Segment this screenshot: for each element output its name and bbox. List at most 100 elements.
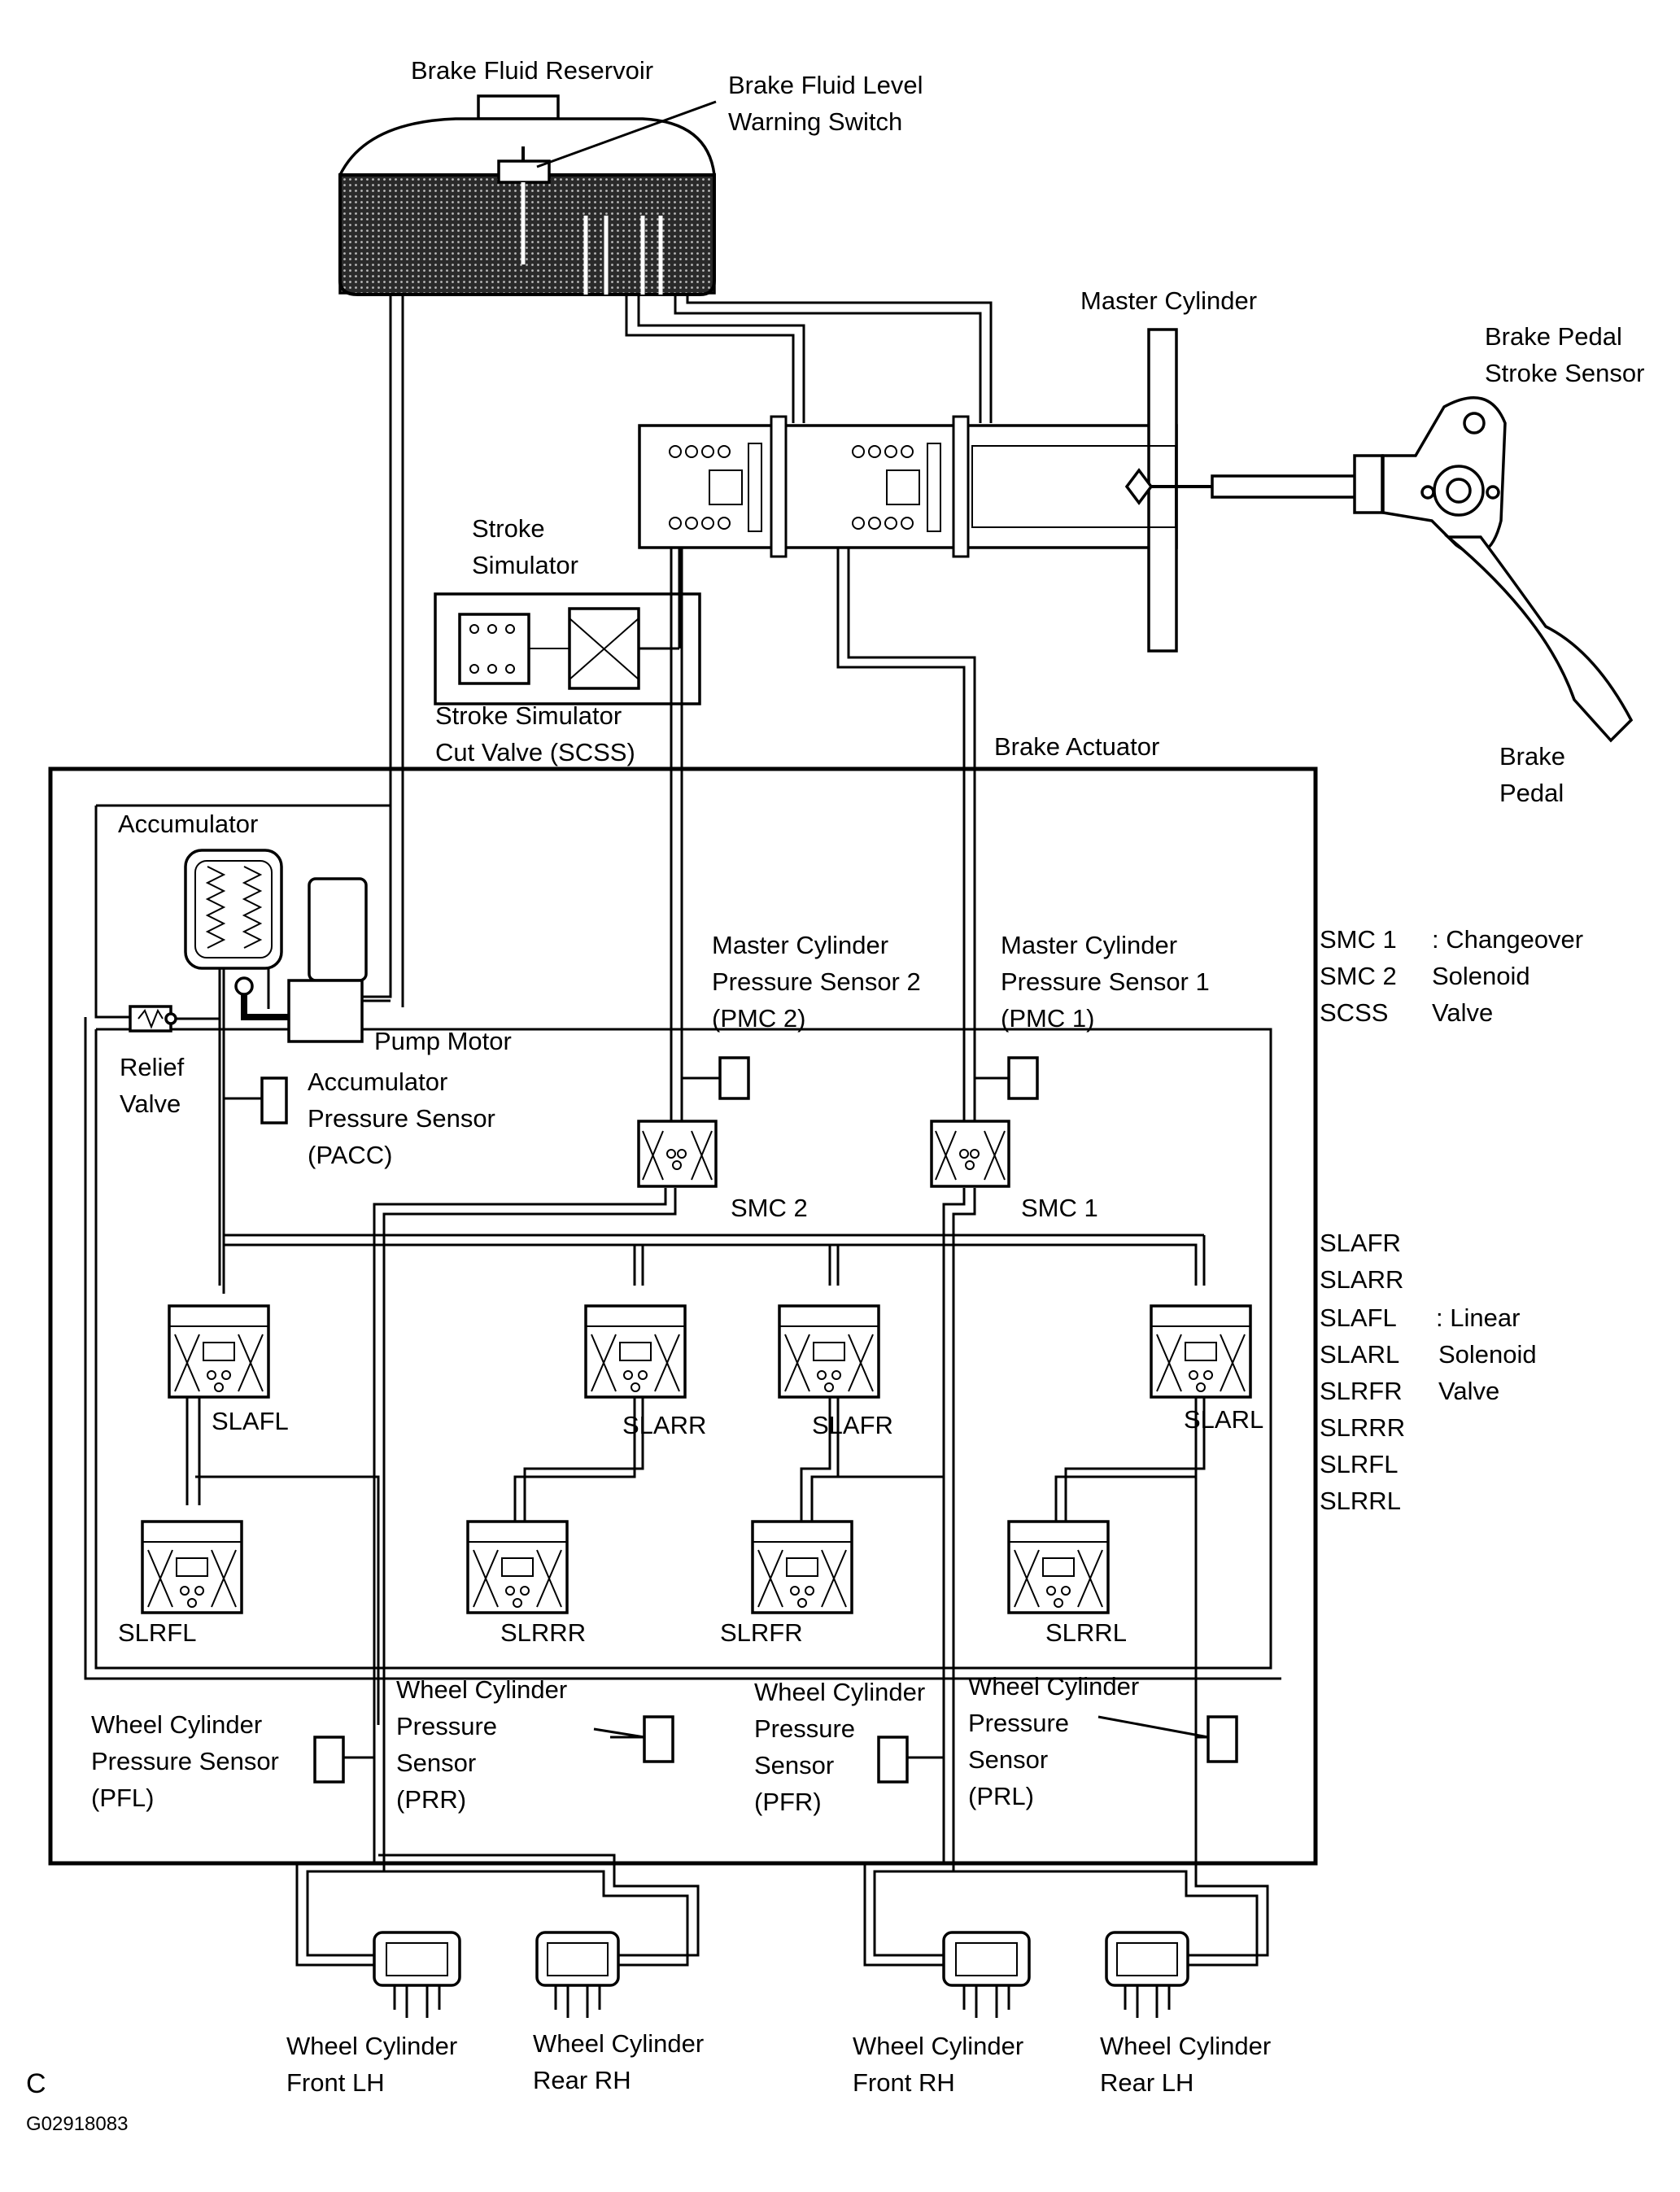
label-wc-front-lh-line2: Front LH bbox=[286, 2068, 385, 2097]
label-wc-rear-rh-line1: Wheel Cylinder bbox=[533, 2029, 704, 2058]
label-brake-pedal-line2: Pedal bbox=[1499, 779, 1564, 807]
label-stroke-simulator-line1: Stroke bbox=[472, 514, 545, 543]
label-pacc-line2: Pressure Sensor bbox=[308, 1104, 495, 1133]
label-slrrl: SLRRL bbox=[1045, 1618, 1127, 1647]
accumulator bbox=[184, 849, 293, 1245]
label-pedal-stroke-sensor-line2: Stroke Sensor bbox=[1485, 359, 1644, 387]
legend-desc: Solenoid bbox=[1438, 1340, 1537, 1369]
slrrl-valve bbox=[1007, 1520, 1110, 1614]
legend-desc: : Changeover bbox=[1432, 925, 1583, 954]
legend-code: SLARR bbox=[1320, 1265, 1403, 1294]
label-corner-letter: C bbox=[26, 2068, 46, 2099]
legend-code: SCSS bbox=[1320, 998, 1388, 1027]
label-prr-line2: Pressure bbox=[396, 1712, 497, 1740]
label-smc2: SMC 2 bbox=[731, 1194, 808, 1222]
label-slarr: SLARR bbox=[622, 1411, 706, 1439]
slafl-valve bbox=[168, 1304, 270, 1399]
legend-code: SMC 2 bbox=[1320, 962, 1397, 990]
prr-sensor bbox=[593, 1715, 674, 1763]
master-cylinder-pressure-sensor-2 bbox=[682, 1056, 750, 1100]
accumulator-pressure-sensor bbox=[224, 1076, 288, 1124]
label-wc-rear-lh-line1: Wheel Cylinder bbox=[1100, 2032, 1271, 2060]
slafr-valve bbox=[778, 1304, 880, 1399]
brake-pedal bbox=[1353, 396, 1634, 743]
label-prl-line2: Pressure bbox=[968, 1709, 1069, 1737]
pfl-sensor bbox=[313, 1736, 374, 1784]
master-cylinder-pressure-sensor-1 bbox=[975, 1056, 1039, 1100]
label-wc-front-rh-line2: Front RH bbox=[853, 2068, 955, 2097]
legend-code: SLARL bbox=[1320, 1340, 1399, 1369]
label-pmc2-line3: (PMC 2) bbox=[712, 1004, 805, 1033]
label-accumulator: Accumulator bbox=[118, 810, 258, 838]
label-prr-line4: (PRR) bbox=[396, 1785, 466, 1814]
prl-sensor bbox=[1097, 1715, 1238, 1763]
label-wc-front-rh-line1: Wheel Cylinder bbox=[853, 2032, 1023, 2060]
wheel-cylinder-front-rh bbox=[942, 1931, 1031, 2018]
label-pmc1-line3: (PMC 1) bbox=[1001, 1004, 1094, 1033]
label-pfl-line3: (PFL) bbox=[91, 1784, 155, 1812]
label-brake-pedal-line1: Brake bbox=[1499, 742, 1565, 771]
label-slrfl: SLRFL bbox=[118, 1618, 196, 1647]
wheel-cylinder-rear-lh bbox=[1105, 1931, 1189, 2018]
slrfl-valve bbox=[141, 1520, 243, 1614]
label-pfr-line1: Wheel Cylinder bbox=[754, 1678, 925, 1706]
label-slafr: SLAFR bbox=[812, 1411, 893, 1439]
label-smc1: SMC 1 bbox=[1021, 1194, 1098, 1222]
brake-fluid-reservoir bbox=[338, 94, 717, 296]
label-slarl: SLARL bbox=[1184, 1405, 1263, 1434]
wheel-cylinder-rear-rh bbox=[535, 1931, 620, 2018]
legend-changeover: SMC 1 SMC 2 SCSS : Changeover Solenoid V… bbox=[1320, 925, 1583, 1027]
label-pump-motor: Pump Motor bbox=[374, 1027, 512, 1055]
wheel-lines bbox=[295, 1847, 1269, 1967]
label-wc-front-lh-line1: Wheel Cylinder bbox=[286, 2032, 457, 2060]
label-brake-fluid-reservoir: Brake Fluid Reservoir bbox=[411, 56, 653, 85]
label-pfr-line4: (PFR) bbox=[754, 1788, 822, 1816]
legend-code: SMC 1 bbox=[1320, 925, 1397, 954]
label-pfr-line3: Sensor bbox=[754, 1751, 834, 1779]
legend-code: SLRFR bbox=[1320, 1377, 1403, 1405]
master-cylinder-outlets bbox=[670, 548, 976, 1121]
relief-valve bbox=[129, 1005, 220, 1033]
level-switch-leader bbox=[536, 100, 717, 168]
smc1-valve bbox=[930, 1120, 1010, 1188]
actuator-internal-lines bbox=[84, 804, 1281, 1863]
label-slafl: SLAFL bbox=[212, 1407, 289, 1435]
legend-linear: SLAFR SLARR SLAFL SLARL SLRFR SLRRR SLRF… bbox=[1320, 1229, 1537, 1515]
label-scss-line2: Cut Valve (SCSS) bbox=[435, 738, 635, 766]
slarr-valve bbox=[584, 1304, 687, 1399]
label-pmc2-line2: Pressure Sensor 2 bbox=[712, 967, 921, 996]
label-slrrr: SLRRR bbox=[500, 1618, 586, 1647]
label-wc-rear-lh-line2: Rear LH bbox=[1100, 2068, 1193, 2097]
slrfr-valve bbox=[751, 1520, 853, 1614]
legend-desc: : Linear bbox=[1436, 1303, 1520, 1332]
pfr-sensor bbox=[877, 1736, 944, 1784]
master-cylinder bbox=[638, 328, 1360, 653]
label-prl-line4: (PRL) bbox=[968, 1782, 1034, 1810]
slarl-valve bbox=[1150, 1304, 1252, 1399]
brake-actuator-housing bbox=[48, 766, 1318, 1866]
smc2-valve bbox=[637, 1120, 718, 1188]
label-prr-line3: Sensor bbox=[396, 1749, 476, 1777]
label-level-switch-line2: Warning Switch bbox=[728, 107, 902, 136]
legend-code: SLAFR bbox=[1320, 1229, 1401, 1257]
label-relief-valve-line1: Relief bbox=[120, 1053, 185, 1081]
legend-desc: Solenoid bbox=[1432, 962, 1530, 990]
label-prr-line1: Wheel Cylinder bbox=[396, 1675, 567, 1704]
label-scss-line1: Stroke Simulator bbox=[435, 701, 622, 730]
legend-code: SLRRR bbox=[1320, 1413, 1405, 1442]
label-pfr-line2: Pressure bbox=[754, 1714, 855, 1743]
label-level-switch-line1: Brake Fluid Level bbox=[728, 71, 923, 99]
legend-desc: Valve bbox=[1438, 1377, 1499, 1405]
label-brake-actuator: Brake Actuator bbox=[994, 732, 1159, 761]
legend-code: SLRFL bbox=[1320, 1450, 1398, 1478]
label-pmc1-line1: Master Cylinder bbox=[1001, 931, 1177, 959]
label-pacc-line3: (PACC) bbox=[308, 1141, 392, 1169]
legend-code: SLAFL bbox=[1320, 1303, 1397, 1332]
stroke-simulator bbox=[434, 548, 701, 705]
label-slrfr: SLRFR bbox=[720, 1618, 803, 1647]
wheel-cylinder-front-lh bbox=[373, 1931, 461, 2018]
label-relief-valve-line2: Valve bbox=[120, 1089, 181, 1118]
label-master-cylinder: Master Cylinder bbox=[1080, 286, 1257, 315]
legend-desc: Valve bbox=[1432, 998, 1493, 1027]
